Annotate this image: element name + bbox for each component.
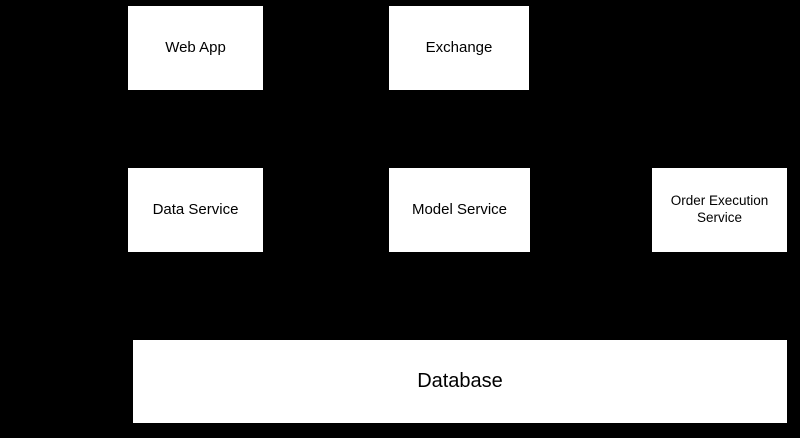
node-web-app-label: Web App: [165, 38, 226, 56]
node-exchange-label: Exchange: [425, 38, 493, 56]
node-order-execution-service-label: Order Execution Service: [670, 193, 769, 225]
node-data-service-label: Data Service: [152, 200, 239, 218]
node-web-app: Web App: [128, 6, 263, 90]
node-exchange: Exchange: [389, 6, 529, 90]
node-order-execution-service: Order Execution Service: [652, 168, 787, 252]
node-database-label: Database: [417, 370, 503, 392]
node-model-service-label: Model Service: [411, 200, 508, 218]
node-data-service: Data Service: [128, 168, 263, 252]
node-database: Database: [133, 340, 787, 423]
node-model-service: Model Service: [389, 168, 530, 252]
